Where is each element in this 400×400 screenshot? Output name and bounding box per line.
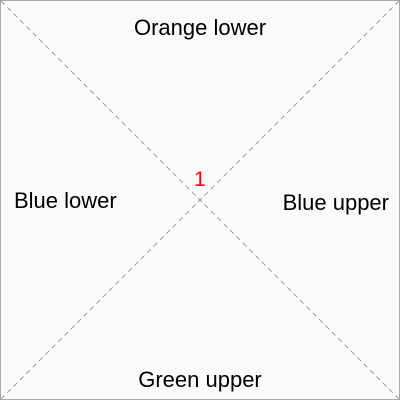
region-label-left: Blue lower [14,188,117,213]
region-label-right: Blue upper [282,190,389,215]
region-label-bottom: Green upper [138,367,262,392]
region-label-top: Orange lower [133,15,267,40]
center-marker: 1 [194,168,206,191]
